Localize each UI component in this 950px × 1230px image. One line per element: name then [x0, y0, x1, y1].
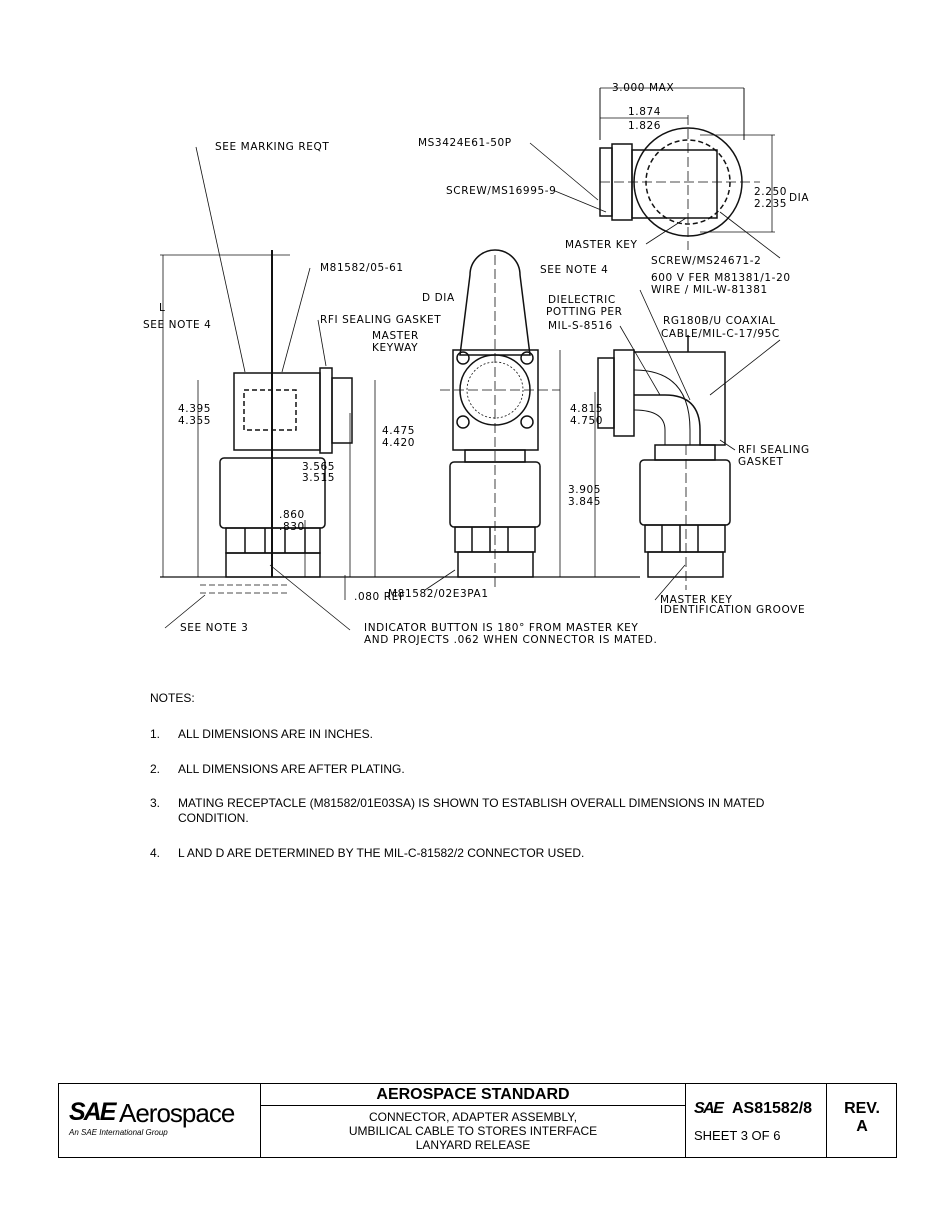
label-screw2: SCREW/MS24671-2	[651, 255, 762, 267]
label-ms3424: MS3424E61-50P	[418, 137, 512, 149]
dim-830: .830	[279, 521, 305, 533]
label-dielectric-1: DIELECTRIC	[548, 294, 616, 306]
doc-sae-logo: SAE	[694, 1100, 724, 1117]
label-groove-2: IDENTIFICATION GROOVE	[660, 604, 806, 616]
logo-tagline: An SAE International Group	[69, 1128, 168, 1137]
label-indicator-2: AND PROJECTS .062 WHEN CONNECTOR IS MATE…	[364, 634, 658, 646]
sae-aerospace-logo: SAE Aerospace An SAE International Group	[59, 1084, 261, 1157]
dim-3845: 3.845	[568, 496, 602, 508]
label-see-note4-mid: SEE NOTE 4	[540, 264, 609, 276]
dim-4355: 4.355	[178, 415, 212, 427]
revision-cell: REV. A	[827, 1084, 897, 1157]
label-wire2: WIRE / MIL-W-81381	[651, 284, 768, 296]
note-text: ALL DIMENSIONS ARE IN INCHES.	[178, 727, 373, 741]
label-keyway-1: MASTER	[372, 330, 419, 342]
dim-860: .860	[279, 509, 305, 521]
label-screw1: SCREW/MS16995-9	[446, 185, 557, 197]
label-master-key: MASTER KEY	[565, 239, 638, 251]
label-m81582-02: M81582/02E3PA1	[388, 588, 489, 600]
dim-3000-max: 3.000 MAX	[612, 82, 675, 94]
dim-4395: 4.395	[178, 403, 212, 415]
dim-3565: 3.565	[302, 461, 336, 473]
label-dia: DIA	[789, 192, 810, 204]
logo-word: Aerospace	[119, 1098, 235, 1128]
title-line: CONNECTOR, ADAPTER ASSEMBLY,	[368, 1110, 578, 1124]
dim-080-ref: .080 REF	[354, 591, 406, 603]
notes-heading: NOTES:	[150, 691, 195, 705]
label-coax-1: RG180B/U COAXIAL	[663, 315, 776, 327]
label-wire1: 600 V FER M81381/1-20	[651, 272, 791, 284]
label-rfi-right-1: RFI SEALING	[738, 444, 810, 456]
dim-3515: 3.515	[302, 472, 336, 484]
rev-value: A	[856, 1118, 868, 1135]
label-rfi-right-2: GASKET	[738, 456, 784, 468]
connector-drawing-figure	[160, 87, 781, 631]
label-dielectric-2: POTTING PER	[546, 306, 623, 318]
note-number: 1.	[150, 727, 161, 741]
rev-label: REV.	[844, 1100, 880, 1117]
title-line: LANYARD RELEASE	[415, 1138, 531, 1152]
dim-l: L	[159, 302, 166, 314]
engineering-drawing: 3.000 MAX 1.874 1.826 MS3424E61-50P SEE …	[143, 82, 810, 646]
note-number: 2.	[150, 762, 161, 776]
dim-2250: 2.250	[754, 186, 788, 198]
document-number-cell: SAE AS81582/8 SHEET 3 OF 6	[686, 1084, 827, 1157]
label-coax-2: CABLE/MIL-C-17/95C	[661, 328, 780, 340]
dim-4420: 4.420	[382, 437, 416, 449]
label-groove-1: MASTER KEY	[660, 594, 733, 606]
title-line: UMBILICAL CABLE TO STORES INTERFACE	[348, 1124, 598, 1138]
dim-4750: 4.750	[570, 415, 604, 427]
note-number: 4.	[150, 846, 161, 860]
document-number: AS81582/8	[732, 1100, 813, 1117]
label-dielectric-3: MIL-S-8516	[548, 320, 613, 332]
dim-4815: 4.815	[570, 403, 604, 415]
label-d-dia: D DIA	[422, 292, 455, 304]
label-m81582-05: M81582/05-61	[320, 262, 404, 274]
sheet-number: SHEET 3 OF 6	[694, 1128, 781, 1143]
title-cell: AEROSPACE STANDARD CONNECTOR, ADAPTER AS…	[261, 1084, 686, 1157]
label-see-note3: SEE NOTE 3	[180, 622, 249, 634]
dim-1826: 1.826	[628, 120, 662, 132]
dim-4475: 4.475	[382, 425, 416, 437]
label-marking: SEE MARKING REQT	[215, 141, 330, 153]
note-text: L AND D ARE DETERMINED BY THE MIL-C-8158…	[178, 846, 585, 860]
note-number: 3.	[150, 796, 161, 810]
label-rfi-left: RFI SEALING GASKET	[320, 314, 442, 326]
dim-1874: 1.874	[628, 106, 662, 118]
label-see-note4-left: SEE NOTE 4	[143, 319, 212, 331]
note-text: ALL DIMENSIONS ARE AFTER PLATING.	[178, 762, 405, 776]
label-keyway-2: KEYWAY	[372, 342, 419, 354]
dim-2235: 2.235	[754, 198, 788, 210]
logo-sae: SAE	[69, 1098, 116, 1126]
note-text: MATING RECEPTACLE (M81582/01E03SA) IS SH…	[178, 796, 765, 825]
title-block: SAE Aerospace An SAE International Group…	[58, 1083, 897, 1158]
standard-heading: AEROSPACE STANDARD	[261, 1084, 685, 1106]
dim-3905: 3.905	[568, 484, 602, 496]
label-indicator-1: INDICATOR BUTTON IS 180° FROM MASTER KEY	[364, 622, 639, 634]
